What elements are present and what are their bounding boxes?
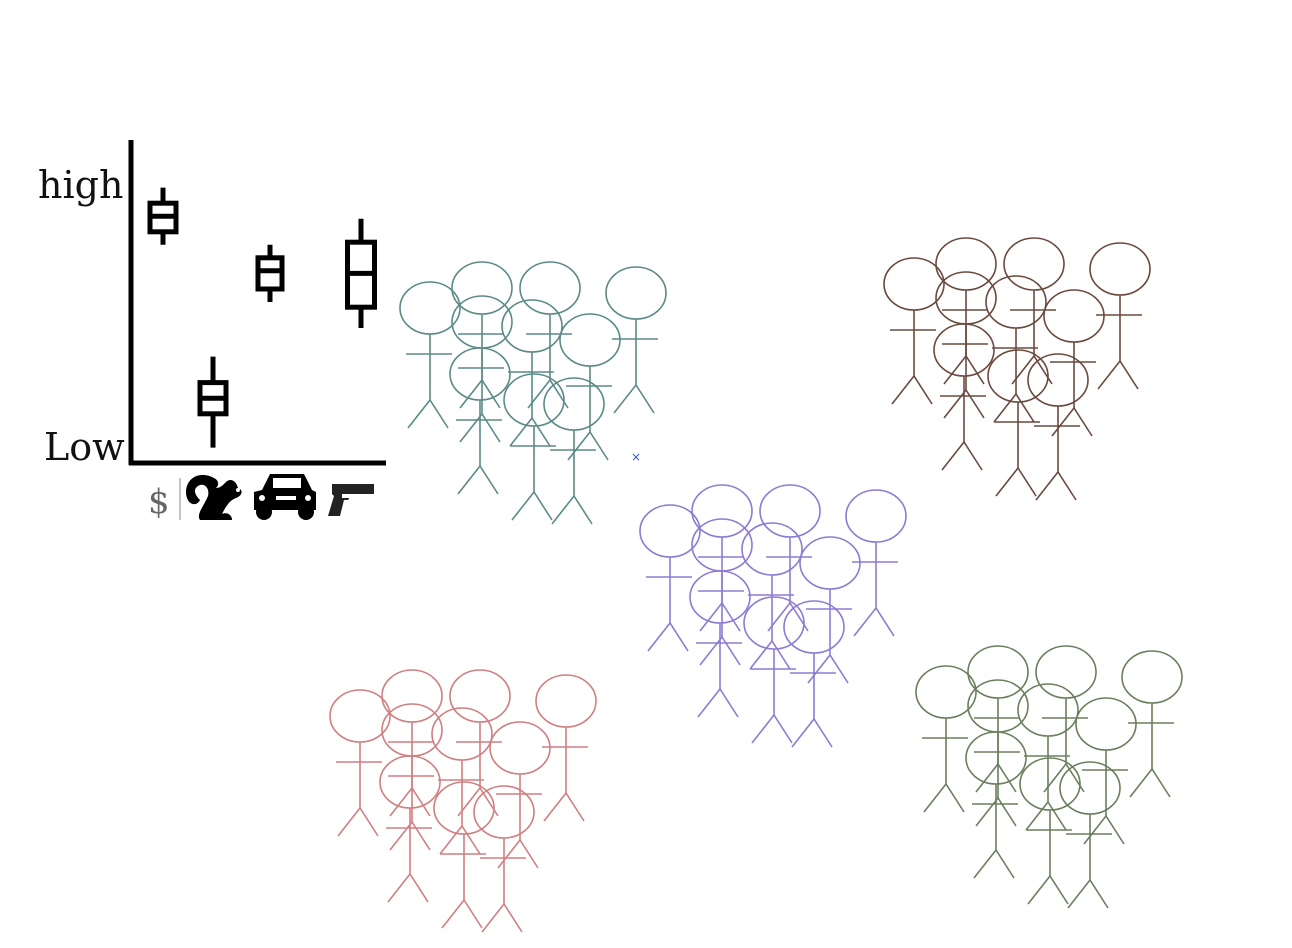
box-series	[147, 187, 377, 448]
stick-figure	[605, 266, 667, 414]
stick-figure	[1121, 650, 1183, 798]
stick-figure	[489, 721, 551, 869]
stick-figure	[759, 484, 821, 632]
stick-figure	[381, 703, 443, 851]
crowd-brown	[883, 237, 1151, 501]
stick-figure	[1059, 761, 1121, 909]
stick-figure	[935, 271, 997, 419]
box-plot: high Low $	[38, 140, 386, 522]
box-3	[345, 218, 377, 328]
stick-figure	[379, 755, 441, 903]
crowd-teal	[399, 261, 667, 525]
stick-figure	[503, 373, 565, 521]
stick-figure	[535, 674, 597, 822]
stick-figure	[743, 596, 805, 744]
stick-figure	[543, 377, 605, 525]
crowd-groups	[329, 237, 1183, 933]
stick-figure	[1075, 697, 1137, 845]
stick-figure	[967, 679, 1029, 827]
stick-figure	[559, 313, 621, 461]
squirrel-icon	[186, 474, 242, 520]
stick-figure	[1043, 289, 1105, 437]
stick-figure	[987, 349, 1049, 497]
stick-figure	[883, 257, 945, 405]
stick-figure	[783, 600, 845, 748]
box-1	[197, 356, 229, 448]
crowd-purple	[639, 484, 907, 748]
stick-figure	[501, 299, 563, 447]
stick-figure	[449, 669, 511, 817]
category-dollar-label: $	[148, 482, 170, 522]
stick-figure	[741, 522, 803, 670]
crowd-red	[329, 669, 597, 933]
stick-figure	[473, 785, 535, 933]
stick-figure	[985, 275, 1047, 423]
stick-figure	[689, 570, 751, 718]
car-icon	[254, 474, 316, 520]
stick-figure	[1027, 353, 1089, 501]
stick-figure	[691, 518, 753, 666]
stick-figure	[1089, 242, 1151, 390]
stick-figure	[1019, 757, 1081, 905]
stick-figure	[915, 665, 977, 813]
stick-figure	[451, 295, 513, 443]
y-tick-low: Low	[44, 425, 125, 469]
stick-figure	[329, 689, 391, 837]
y-tick-high: high	[38, 163, 123, 207]
stick-figure	[431, 707, 493, 855]
stick-figure	[1017, 683, 1079, 831]
stick-figure	[399, 281, 461, 429]
box-2	[255, 244, 285, 302]
stick-figure	[451, 261, 513, 409]
stick-figure	[433, 781, 495, 929]
box-0	[147, 187, 179, 245]
stick-figure	[799, 536, 861, 684]
cursor-marker: ×	[631, 450, 641, 464]
stick-figure	[449, 347, 511, 495]
stick-figure	[965, 731, 1027, 879]
crowd-green	[915, 645, 1183, 909]
stick-figure	[845, 489, 907, 637]
stick-figure	[933, 323, 995, 471]
box-body	[255, 255, 285, 292]
stick-figure	[639, 504, 701, 652]
handgun-icon	[328, 484, 374, 516]
